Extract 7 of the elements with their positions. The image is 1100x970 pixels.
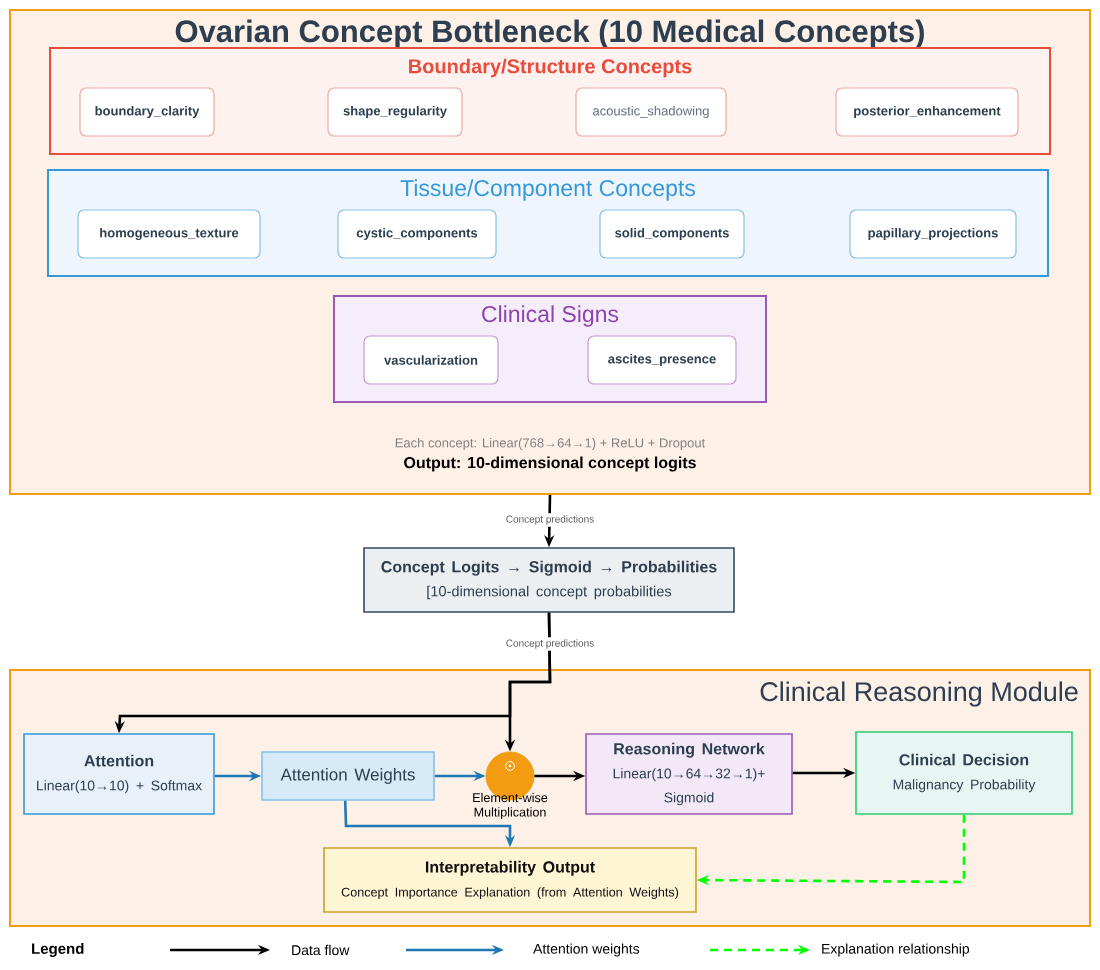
group-title: Boundary/Structure Concepts [409,58,692,78]
process-box: Attention Weights [261,751,435,801]
module-title: Clinical Reasoning Module [760,681,1078,707]
panel-title: Ovarian Concept Bottleneck (10 Medical Concepts) [175,19,924,49]
group-title: Tissue/Component Concepts [400,179,695,201]
group-title: Clinical Signs [482,305,619,327]
output-text: Output: 10-dimensional concept logits [404,456,696,472]
